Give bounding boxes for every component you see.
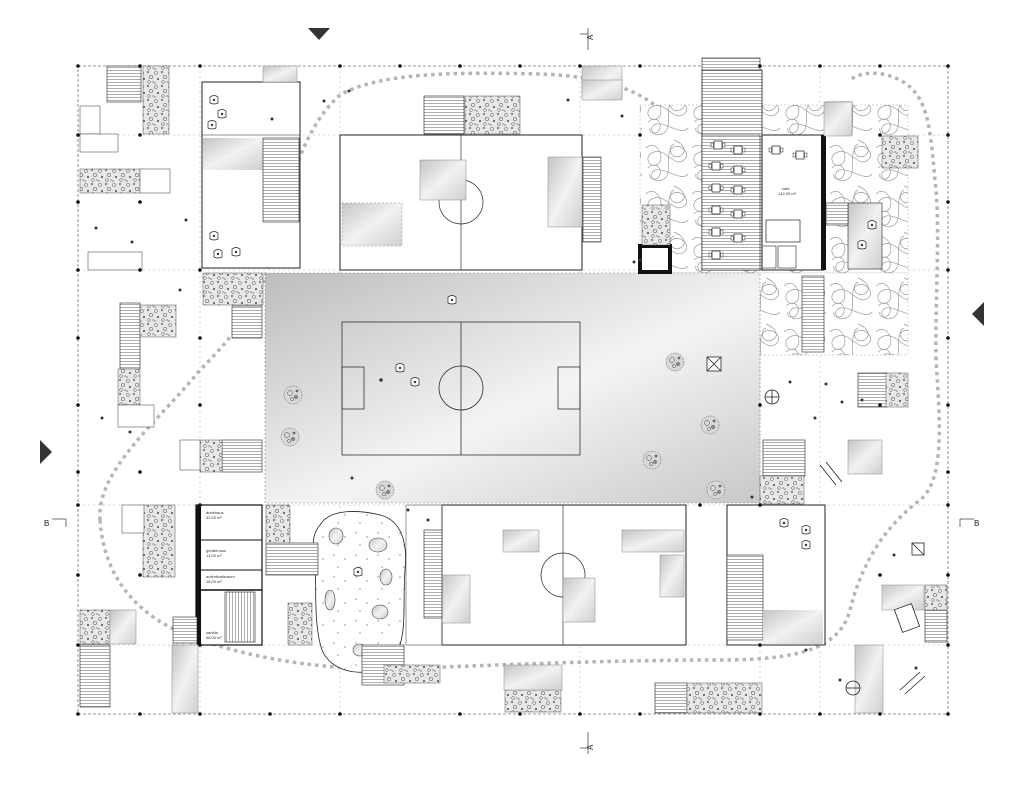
north-arrow-icon — [308, 28, 330, 40]
north-pitch-block-1 — [419, 159, 467, 201]
cafe-east-stair-2 — [825, 202, 849, 226]
cafe-bath-1 — [761, 245, 777, 269]
cafe-side-box — [847, 202, 883, 270]
south-pitch-block-4 — [621, 529, 685, 553]
cafe-area: 142,00 m² — [778, 191, 797, 196]
svg-text:A: A — [586, 34, 595, 40]
south-pitch-block-1 — [502, 529, 540, 553]
planting-blocks — [79, 65, 948, 714]
grey-blocks — [109, 65, 925, 714]
service-stair — [224, 591, 256, 643]
se-pavilion-grey — [763, 610, 823, 644]
south-pitch-block-5 — [659, 554, 685, 598]
cafe-counter — [765, 219, 801, 243]
room-2-label: gerätehaus — [206, 548, 226, 553]
room-2-area: 14,00 m² — [206, 553, 222, 558]
section-marker-a-top: A — [580, 28, 595, 50]
south-pitch-building — [441, 504, 687, 646]
main-pitch — [341, 321, 581, 456]
section-marker-b-right: B — [959, 518, 979, 528]
room-3-area: 18,00 m² — [206, 579, 222, 584]
svg-text:A: A — [586, 744, 595, 750]
cafe-wall — [821, 135, 826, 270]
section-marker-b-left: B — [44, 518, 67, 528]
cafe-bath-2 — [777, 245, 797, 269]
room-1-label: ärztehaus — [206, 510, 224, 515]
cafe-east-stair — [801, 275, 825, 353]
site-boundary — [77, 65, 949, 715]
room-3-label: aufenthaltsraum — [206, 574, 235, 579]
cafe-interior — [761, 134, 825, 271]
cafe-terrace — [701, 134, 761, 271]
se-pavilion-stair — [726, 554, 764, 641]
service-wall — [196, 505, 201, 645]
hatched-blocks — [79, 57, 948, 714]
nw-pavilion-grey — [203, 138, 263, 170]
playground-items — [706, 356, 926, 696]
outline-blocks — [79, 105, 201, 534]
pond-islands — [324, 527, 393, 657]
west-arrow-icon — [40, 440, 52, 464]
cafe-label: café — [782, 186, 790, 191]
small-figures — [94, 89, 918, 682]
kiosk — [638, 244, 672, 274]
nw-pavilion-stair — [262, 137, 300, 223]
central-plaza — [264, 272, 761, 504]
east-arrow-icon — [972, 302, 984, 326]
north-pitch-block-2 — [341, 202, 403, 247]
section-marker-a-bottom: A — [580, 732, 595, 754]
svg-text:B: B — [44, 519, 49, 528]
room-4-label: sanitär — [206, 630, 219, 635]
north-pitch-block-3 — [547, 156, 583, 228]
south-stair — [423, 529, 443, 619]
room-1-area: 32,00 m² — [206, 515, 222, 520]
svg-text:B: B — [974, 519, 979, 528]
room-4-area: 48,00 m² — [206, 635, 222, 640]
south-pitch-block-2 — [441, 574, 471, 624]
south-annex — [405, 504, 443, 646]
south-pitch-block-3 — [562, 577, 596, 623]
north-stair — [582, 156, 602, 243]
